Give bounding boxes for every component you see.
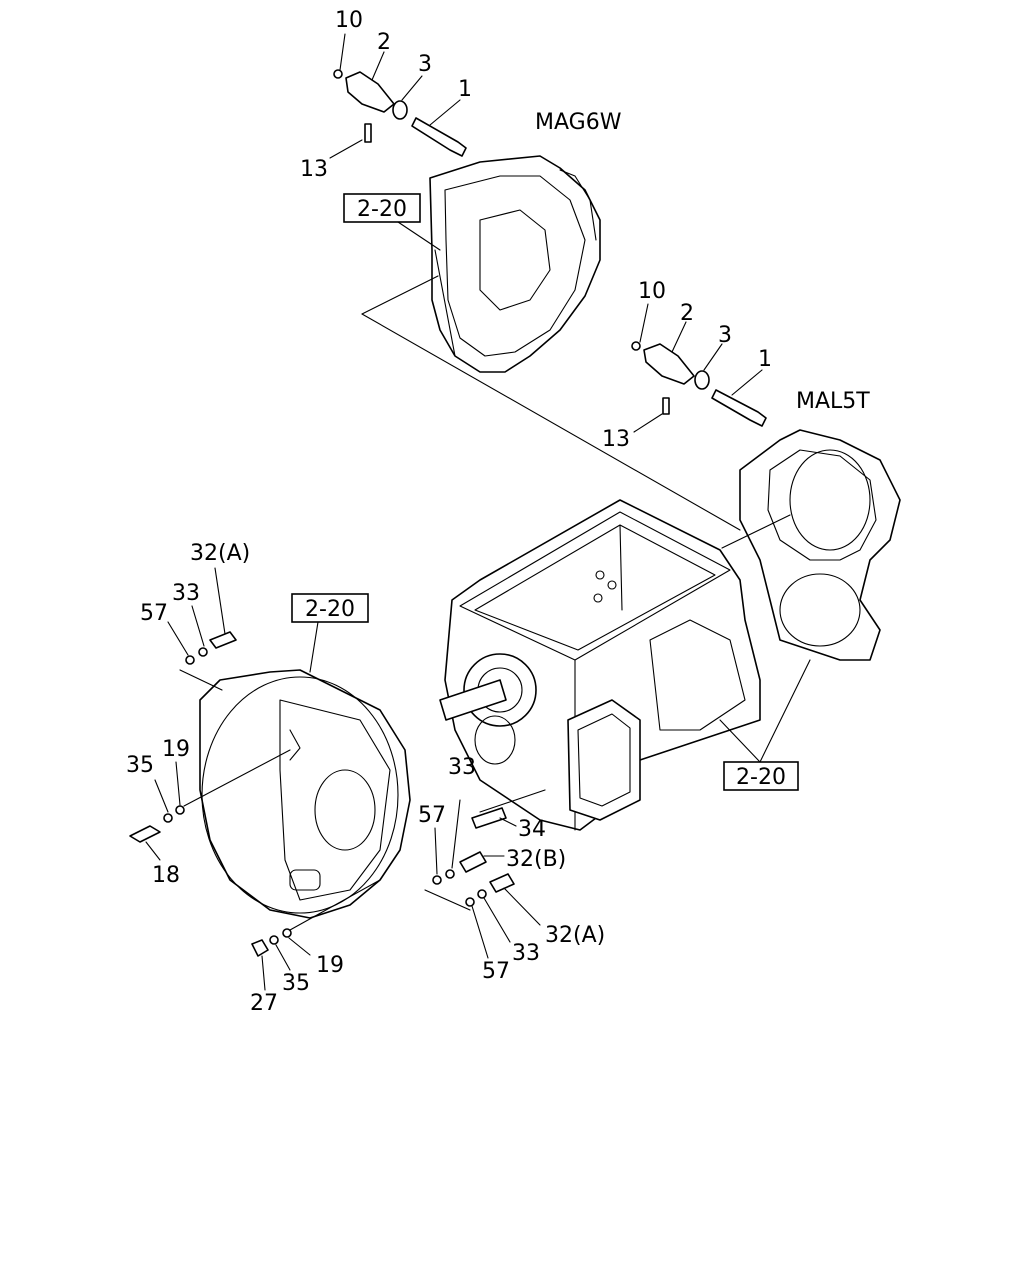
alignment-line-a <box>361 275 439 315</box>
upper-switch-assembly <box>329 33 467 159</box>
model-lower-label: MAL5T <box>796 389 870 414</box>
label-u13: 13 <box>300 157 328 182</box>
label-u3: 3 <box>418 52 432 77</box>
part-27-nut <box>251 939 269 957</box>
bottom-left-fasteners <box>251 879 381 991</box>
part-32a-bolt <box>209 631 237 649</box>
part-13-bolt <box>364 123 372 143</box>
label-d57: 57 <box>482 959 510 984</box>
ref-left-label: 2-20 <box>305 597 355 622</box>
part-33-washer-d <box>477 889 487 899</box>
part-57-washer-c <box>432 875 442 885</box>
ref-box-upper: 2-20 <box>343 193 441 251</box>
part-33-washer <box>198 647 208 657</box>
label-l19: 19 <box>162 737 190 762</box>
part-33-washer-c <box>445 869 455 879</box>
part-32b-bolt <box>459 851 487 873</box>
label-c34: 34 <box>518 817 546 842</box>
part-35-washer-b <box>269 935 279 945</box>
part-10-plug <box>333 69 343 79</box>
label-m13: 13 <box>602 427 630 452</box>
label-m1: 1 <box>758 347 772 372</box>
part-10-plug-lower <box>631 341 641 351</box>
label-c32b: 32(B) <box>506 847 566 872</box>
part-3-o-ring-lower <box>694 370 710 390</box>
part-32a-bolt-c <box>489 873 515 893</box>
label-d32a: 32(A) <box>545 923 605 948</box>
upper-clutch-housing <box>429 155 601 373</box>
label-l32a: 32(A) <box>190 541 250 566</box>
part-3-o-ring <box>392 100 408 120</box>
label-b19: 19 <box>316 953 344 978</box>
label-l57: 57 <box>140 601 168 626</box>
part-2-switch <box>345 71 395 113</box>
left-upper-fasteners <box>167 567 237 691</box>
part-1-rod-lower <box>711 389 767 427</box>
callout-labels: 10 2 3 1 13 10 2 3 1 13 32(A) 33 57 19 3… <box>126 8 772 1016</box>
part-34-stud <box>471 807 507 829</box>
part-18-bolt <box>129 825 161 843</box>
input-shaft <box>439 679 507 721</box>
part-13-bolt-lower <box>662 397 670 415</box>
part-57-washer <box>185 655 195 665</box>
model-upper-label: MAG6W <box>535 110 622 135</box>
label-u1: 1 <box>458 77 472 102</box>
label-l33: 33 <box>172 581 200 606</box>
ref-upper-label: 2-20 <box>357 197 407 222</box>
ref-box-left: 2-20 <box>291 593 369 673</box>
label-c33: 33 <box>448 755 476 780</box>
transmission-case <box>439 499 761 831</box>
part-35-washer <box>163 813 173 823</box>
part-19-washer-b <box>282 928 292 938</box>
label-m10: 10 <box>638 279 666 304</box>
label-d33: 33 <box>512 941 540 966</box>
alignment-line-b <box>361 313 741 531</box>
part-1-rod <box>411 117 467 157</box>
ref-right-label: 2-20 <box>736 765 786 790</box>
center-fasteners <box>424 789 546 959</box>
label-m2: 2 <box>680 301 694 326</box>
label-u10: 10 <box>335 8 363 33</box>
label-u2: 2 <box>377 30 391 55</box>
label-b27: 27 <box>250 991 278 1016</box>
label-m3: 3 <box>718 323 732 348</box>
label-l18: 18 <box>152 863 180 888</box>
ref-box-right: 2-20 <box>719 514 811 791</box>
right-housing-plate <box>739 429 901 661</box>
label-b35: 35 <box>282 971 310 996</box>
label-l35: 35 <box>126 753 154 778</box>
left-flywheel-housing <box>199 669 411 919</box>
part-57-washer-d <box>465 897 475 907</box>
part-2-switch-lower <box>643 343 695 385</box>
label-c57: 57 <box>418 803 446 828</box>
left-lower-fasteners <box>129 749 291 861</box>
lower-switch-assembly <box>631 303 767 433</box>
part-19-washer <box>175 805 185 815</box>
